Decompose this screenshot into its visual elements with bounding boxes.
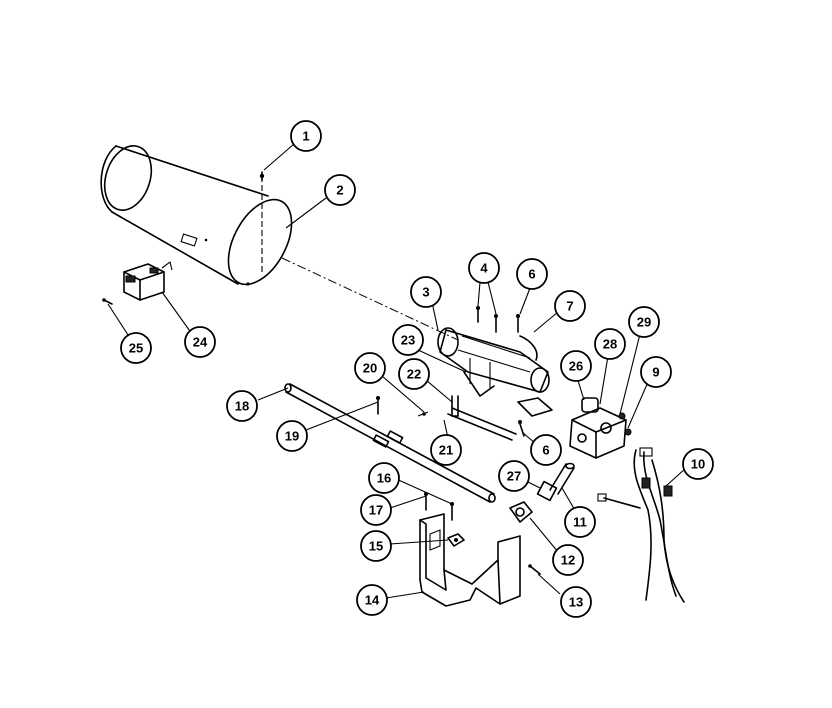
screw-part-6-lower [518, 420, 525, 437]
callout-label-12: 12 [561, 553, 575, 568]
callout-15: 15 [360, 530, 392, 562]
callout-label-16: 16 [377, 471, 391, 486]
callout-22: 22 [398, 358, 430, 390]
screw-part-13 [528, 564, 541, 575]
callout-label-6-lower: 6 [542, 443, 549, 458]
callout-29: 29 [628, 306, 660, 338]
callout-label-29: 29 [637, 315, 651, 330]
callout-12: 12 [552, 544, 584, 576]
callout-16: 16 [368, 462, 400, 494]
callout-label-25: 25 [129, 341, 143, 356]
screw-part-16 [450, 502, 454, 521]
tube-part-18 [284, 383, 496, 503]
callout-6-lower: 6 [530, 434, 562, 466]
callout-label-21: 21 [439, 443, 453, 458]
callout-label-4: 4 [480, 261, 488, 276]
callout-21: 21 [430, 434, 462, 466]
callout-25: 25 [120, 332, 152, 364]
callout-26: 26 [560, 350, 592, 382]
callout-18: 18 [226, 390, 258, 422]
callout-label-19: 19 [285, 429, 299, 444]
screw-part-25 [102, 298, 113, 305]
callout-label-1: 1 [302, 129, 309, 144]
wiring-harness [597, 447, 685, 603]
callout-20: 20 [354, 352, 386, 384]
callout-14: 14 [356, 584, 388, 616]
burner-drum [100, 145, 293, 286]
callout-23: 23 [392, 324, 424, 356]
callout-11: 11 [564, 506, 596, 538]
callout-19: 19 [276, 420, 308, 452]
callout-label-15: 15 [369, 539, 383, 554]
callout-label-2: 2 [336, 183, 343, 198]
leader-lines [107, 143, 687, 599]
callout-label-24: 24 [193, 335, 208, 350]
callout-2: 2 [324, 174, 356, 206]
bracket-part-14 [419, 513, 521, 607]
igniter-rod [417, 395, 517, 441]
callout-28: 28 [594, 328, 626, 360]
callout-label-20: 20 [363, 361, 377, 376]
callout-label-27: 27 [507, 469, 521, 484]
callout-label-14: 14 [365, 593, 380, 608]
switch-part-24 [123, 261, 173, 301]
callout-label-13: 13 [569, 595, 583, 610]
callout-27: 27 [498, 460, 530, 492]
callout-label-3: 3 [422, 285, 429, 300]
callout-7: 7 [554, 290, 586, 322]
callout-label-17: 17 [369, 503, 383, 518]
screw-part-19 [376, 396, 380, 415]
callout-17: 17 [360, 494, 392, 526]
screw-part-17 [424, 492, 428, 511]
callout-9: 9 [640, 356, 672, 388]
burner-assembly [437, 327, 553, 417]
callout-label-7: 7 [566, 299, 573, 314]
callout-label-9: 9 [652, 365, 659, 380]
callout-label-26: 26 [569, 359, 583, 374]
callout-label-6-upper: 6 [528, 267, 535, 282]
screw-part-1 [259, 171, 265, 181]
callout-3: 3 [410, 276, 442, 308]
callout-6-upper: 6 [516, 258, 548, 290]
callout-label-11: 11 [573, 515, 587, 530]
callout-13: 13 [560, 586, 592, 618]
callout-label-23: 23 [401, 333, 415, 348]
callout-10: 10 [682, 448, 714, 480]
callout-label-22: 22 [407, 367, 421, 382]
pipe-part-11 [549, 462, 575, 495]
callout-24: 24 [184, 326, 216, 358]
screws-part-4 [476, 306, 498, 333]
screw-part-6-upper [516, 314, 520, 333]
clamp-part-12 [509, 501, 533, 523]
callout-label-28: 28 [603, 337, 617, 352]
callout-4: 4 [468, 252, 500, 284]
gas-valve [569, 397, 632, 459]
fitting-part-27 [536, 480, 558, 502]
callout-label-18: 18 [235, 399, 249, 414]
callout-label-10: 10 [691, 457, 705, 472]
callout-1: 1 [290, 120, 322, 152]
clip-part-15 [447, 533, 465, 547]
